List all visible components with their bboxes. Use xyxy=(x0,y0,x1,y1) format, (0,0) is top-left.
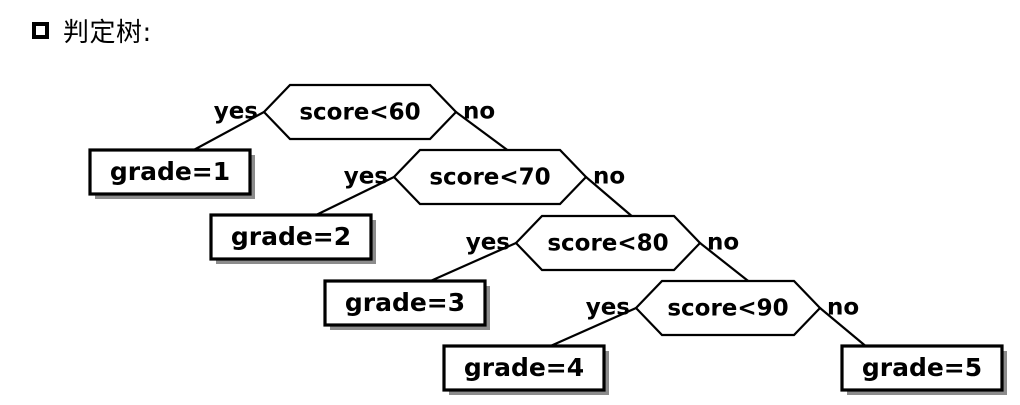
leaf-node-g2[interactable] xyxy=(209,213,373,261)
branch-label-n60-no: no xyxy=(463,99,495,125)
edge-n70-n80-no xyxy=(585,176,635,219)
edge-n80-n90-no xyxy=(699,242,753,285)
edge-n70-g2-yes xyxy=(311,176,395,218)
leaf-node-label-g3: grade=3 xyxy=(345,288,465,317)
branch-labels-layer: yes no yes no yes no yes no xyxy=(214,99,859,321)
decision-node-n70[interactable] xyxy=(392,148,588,206)
leaf-node-g4[interactable] xyxy=(442,344,606,392)
edge-n90-g5-no xyxy=(819,307,869,349)
leaf-node-g1[interactable] xyxy=(88,148,252,196)
decision-node-label-n60: score<60 xyxy=(299,100,420,126)
branch-label-n60-yes: yes xyxy=(214,99,258,125)
leaf-node-label-g5: grade=5 xyxy=(862,353,982,382)
filled-square-bullet-icon xyxy=(32,22,49,39)
branch-label-n80-no: no xyxy=(707,230,739,256)
branch-label-n90-yes: yes xyxy=(586,295,630,321)
page-title: 判定树: xyxy=(32,12,152,49)
decision-node-label-n70: score<70 xyxy=(429,165,550,191)
branch-label-n80-yes: yes xyxy=(466,230,510,256)
leaf-node-label-g4: grade=4 xyxy=(464,353,584,382)
leaf-node-label-g1: grade=1 xyxy=(110,157,230,186)
decision-node-label-n90: score<90 xyxy=(667,296,788,322)
decision-nodes-layer: score<60 score<70 score<80 score<90 xyxy=(262,83,822,337)
edge-n60-g1-yes xyxy=(189,111,265,153)
leaf-node-g5[interactable] xyxy=(840,344,1004,392)
edge-n90-g4-yes xyxy=(545,306,637,350)
edges-layer xyxy=(189,111,869,350)
page-title-text: 判定树: xyxy=(63,18,152,48)
decision-node-label-n80: score<80 xyxy=(547,231,668,257)
decision-node-n90[interactable] xyxy=(634,279,822,337)
branch-label-n70-no: no xyxy=(593,164,625,190)
edge-n80-g3-yes xyxy=(425,241,517,285)
edge-n60-n70-no xyxy=(455,111,511,153)
branch-label-n90-no: no xyxy=(827,295,859,321)
decision-node-n60[interactable] xyxy=(262,83,458,141)
leaf-node-label-g2: grade=2 xyxy=(231,222,351,251)
decision-node-n80[interactable] xyxy=(514,214,702,272)
leaf-node-g3[interactable] xyxy=(323,279,487,327)
branch-label-n70-yes: yes xyxy=(344,164,388,190)
leaf-nodes-layer: grade=1 grade=2 grade=3 grade=4 grade=5 xyxy=(88,148,1007,395)
